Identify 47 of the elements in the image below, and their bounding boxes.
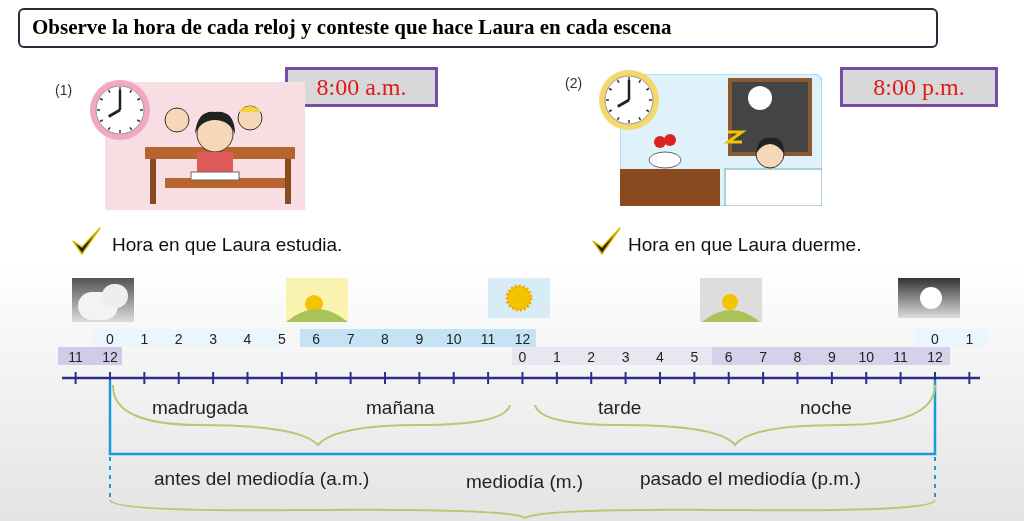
hour-number: 6 <box>312 330 321 349</box>
hour-number: 11 <box>480 330 496 349</box>
period-label: pasado el mediodía (p.m.) <box>640 467 861 491</box>
hour-number: 9 <box>827 348 836 367</box>
hour-number: 5 <box>690 348 699 367</box>
heading-text: Observe la hora de cada reloj y conteste que hace Laura en cada escena <box>32 14 672 42</box>
hour-number: 1 <box>552 348 561 367</box>
hour-number: 6 <box>724 348 733 367</box>
period-label: noche <box>800 396 852 420</box>
hour-number: 9 <box>415 330 424 349</box>
sentence-text: Hora en que Laura duerme. <box>628 233 862 257</box>
hour-number: 7 <box>759 348 767 367</box>
hour-number: 0 <box>518 348 527 367</box>
hour-number: 7 <box>346 330 355 349</box>
period-label: tarde <box>598 396 642 420</box>
hour-number: 10 <box>445 330 462 349</box>
hour-number: 3 <box>209 330 217 349</box>
hour-number: 4 <box>656 348 664 367</box>
title-box <box>18 8 938 48</box>
sentence-text: Hora en que Laura estudia. <box>112 233 343 257</box>
hour-number: 1 <box>140 330 149 349</box>
heading-text: 8:00 p.m. <box>873 73 965 102</box>
hour-number: 8 <box>793 348 802 367</box>
period-label: antes del mediodía (a.m.) <box>154 467 370 491</box>
hour-number: 2 <box>587 348 596 367</box>
hour-number: 3 <box>621 348 630 367</box>
hour-number: 12 <box>514 330 531 349</box>
hour-number: 10 <box>858 348 874 367</box>
hour-number: 12 <box>102 348 118 367</box>
scene-number: (2) <box>565 74 583 93</box>
time-box <box>285 67 438 107</box>
heading-text: 8:00 a.m. <box>316 73 407 102</box>
period-label: mañana <box>366 396 435 420</box>
hour-number: 11 <box>68 348 83 367</box>
hour-number: 5 <box>277 330 286 349</box>
hour-number: 12 <box>927 348 943 367</box>
time-box <box>840 67 998 107</box>
hour-number: 0 <box>931 330 939 349</box>
hour-number: 2 <box>174 330 183 349</box>
period-label: mediodía (m.) <box>466 470 584 494</box>
period-label: madrugada <box>152 396 249 420</box>
hour-number: 8 <box>381 330 389 349</box>
hour-number: 1 <box>965 330 974 349</box>
hour-number: 11 <box>893 348 908 367</box>
scene-number: (1) <box>55 81 73 100</box>
hour-number: 4 <box>243 330 252 349</box>
hour-number: 0 <box>106 330 114 349</box>
